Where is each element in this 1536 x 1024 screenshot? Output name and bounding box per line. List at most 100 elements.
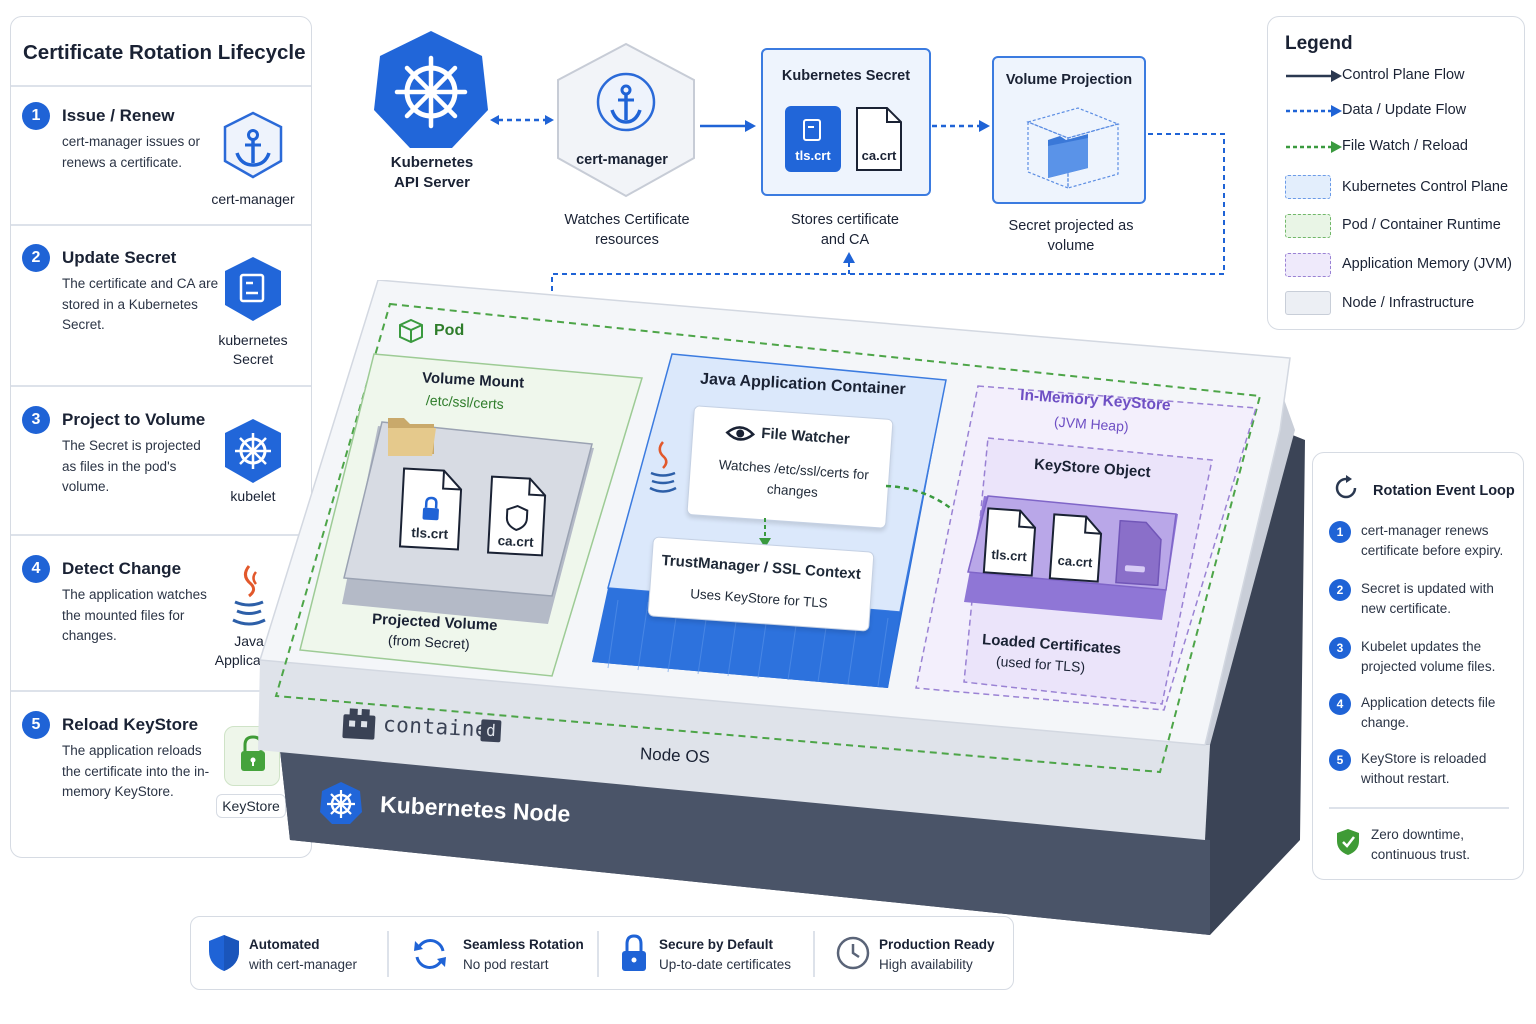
step-number: 5 bbox=[22, 711, 50, 739]
file-icon bbox=[1048, 513, 1103, 583]
pod-label: Pod bbox=[434, 322, 465, 339]
step-desc: cert-manager issues or renews a certific… bbox=[62, 134, 201, 170]
cert-manager-label: cert-manager bbox=[576, 152, 668, 168]
trust-desc: Uses KeyStore for TLS bbox=[689, 586, 829, 611]
divider bbox=[1329, 807, 1509, 809]
divider bbox=[597, 931, 599, 977]
legend-label: Pod / Container Runtime bbox=[1342, 217, 1501, 233]
lock-icon bbox=[224, 726, 280, 786]
step-desc: The certificate and CA are stored in a K… bbox=[62, 276, 219, 332]
loop-number: 2 bbox=[1329, 579, 1351, 601]
step-number: 2 bbox=[22, 244, 50, 272]
secret-desc: Stores certificate and CA bbox=[791, 212, 899, 248]
jvm-memory-swatch bbox=[1285, 253, 1331, 277]
step-title: Project to Volume bbox=[62, 410, 206, 429]
loop-text: cert-manager renews certificate before e… bbox=[1361, 523, 1504, 558]
loop-number: 5 bbox=[1329, 749, 1351, 771]
node-os-label: Node OS bbox=[639, 744, 711, 767]
clock-icon bbox=[836, 936, 870, 970]
legend-label: File Watch / Reload bbox=[1342, 138, 1468, 154]
containerd-d: d bbox=[480, 719, 502, 743]
refresh-icon bbox=[1335, 475, 1357, 499]
feature-title: Secure by Default bbox=[659, 937, 774, 952]
volume-file-tls: tls.crt bbox=[398, 466, 464, 551]
divider bbox=[813, 931, 815, 977]
legend-label: Node / Infrastructure bbox=[1342, 295, 1475, 311]
divider bbox=[11, 85, 311, 87]
keystore-file-ca: ca.crt bbox=[1048, 512, 1105, 583]
k8s-api-server-icon bbox=[374, 31, 488, 148]
keystore-file-tls: tls.crt bbox=[982, 506, 1039, 577]
loop-text: Application detects file change. bbox=[1361, 695, 1496, 730]
loop-number: 1 bbox=[1329, 521, 1351, 543]
legend-label: Application Memory (JVM) bbox=[1342, 256, 1513, 272]
volume-projection-box: Volume Projection bbox=[992, 56, 1146, 204]
sync-icon bbox=[414, 939, 446, 969]
step-icon-label: KeyStore bbox=[222, 798, 280, 814]
padlock-icon bbox=[622, 934, 646, 971]
legend-label: Control Plane Flow bbox=[1342, 67, 1465, 83]
java-icon bbox=[649, 441, 677, 493]
step-title: Update Secret bbox=[62, 248, 177, 267]
control-arrow bbox=[490, 115, 554, 125]
divider bbox=[11, 385, 311, 387]
anchor-icon bbox=[223, 111, 283, 179]
file-icon bbox=[803, 119, 821, 141]
volume-cube-icon bbox=[1026, 107, 1120, 189]
control-arrow bbox=[700, 120, 756, 132]
secret-icon bbox=[225, 257, 281, 321]
volume-file-ca: ca.crt bbox=[486, 475, 548, 558]
projection-desc: Secret projected as volume bbox=[1008, 218, 1134, 254]
pod-boundary bbox=[274, 302, 1262, 774]
feature-title: Automated bbox=[249, 937, 320, 952]
loop-title: Rotation Event Loop bbox=[1373, 483, 1515, 499]
loop-number: 3 bbox=[1329, 637, 1351, 659]
feature-bar: Automated with cert-manager Seamless Rot… bbox=[190, 916, 1014, 990]
step-title: Issue / Renew bbox=[62, 106, 175, 125]
feature-sub: with cert-manager bbox=[249, 957, 358, 972]
secret-file-tls: tls.crt bbox=[785, 106, 841, 172]
volume-box bbox=[342, 421, 594, 624]
file-icon bbox=[982, 507, 1037, 577]
file-watcher-card: File Watcher Watches /etc/ssl/certs for … bbox=[686, 405, 894, 529]
trust-title: TrustManager / SSL Context bbox=[660, 552, 862, 583]
pod-cube-icon bbox=[399, 318, 423, 344]
file-label: tls.crt bbox=[410, 525, 449, 542]
control-plane-flow-line bbox=[1286, 70, 1342, 82]
shield-check-icon bbox=[1337, 829, 1359, 855]
k8s-helm-icon bbox=[320, 782, 362, 824]
feature-sub: Up-to-date certificates bbox=[659, 957, 792, 972]
loop-footer: Zero downtime, continuous trust. bbox=[1371, 827, 1471, 862]
java-icon bbox=[232, 565, 266, 626]
file-watch-arrow bbox=[759, 518, 771, 548]
cert-manager-icon bbox=[557, 42, 695, 198]
api-server-label: Kubernetes API Server bbox=[390, 154, 474, 191]
keystore-label: KeyStore bbox=[216, 794, 286, 818]
divider bbox=[387, 931, 389, 977]
data-update-flow-line bbox=[1286, 105, 1342, 117]
file-label: tls.crt bbox=[795, 148, 831, 163]
feature-title: Seamless Rotation bbox=[463, 937, 584, 952]
secret-title: Kubernetes Secret bbox=[781, 68, 911, 84]
pod-runtime-swatch bbox=[1285, 214, 1331, 238]
feature-sub: No pod restart bbox=[463, 957, 549, 972]
loop-number: 4 bbox=[1329, 693, 1351, 715]
file-label: ca.crt bbox=[861, 148, 897, 163]
loop-text: Secret is updated with new certificate. bbox=[1361, 581, 1494, 616]
loop-text: KeyStore is reloaded without restart. bbox=[1361, 751, 1487, 786]
rotation-loop-panel: Rotation Event Loop 1 cert-manager renew… bbox=[1312, 452, 1524, 880]
helm-icon bbox=[225, 419, 281, 483]
step-number: 4 bbox=[22, 555, 50, 583]
divider bbox=[11, 534, 311, 536]
trustmanager-card: TrustManager / SSL Context Uses KeyStore… bbox=[647, 536, 875, 632]
file-icon bbox=[398, 467, 463, 551]
step-number: 3 bbox=[22, 406, 50, 434]
legend-title: Legend bbox=[1285, 33, 1353, 54]
legend-label: Data / Update Flow bbox=[1342, 102, 1467, 118]
kubernetes-secret-box: Kubernetes Secret tls.crt ca.crt bbox=[761, 48, 931, 196]
control-plane-swatch bbox=[1285, 175, 1331, 199]
step-desc: The Secret is projected as files in the … bbox=[62, 438, 201, 494]
file-label: ca.crt bbox=[497, 533, 535, 550]
folder-icon bbox=[388, 418, 436, 456]
lifecycle-title: Certificate Rotation Lifecycle bbox=[23, 41, 306, 64]
